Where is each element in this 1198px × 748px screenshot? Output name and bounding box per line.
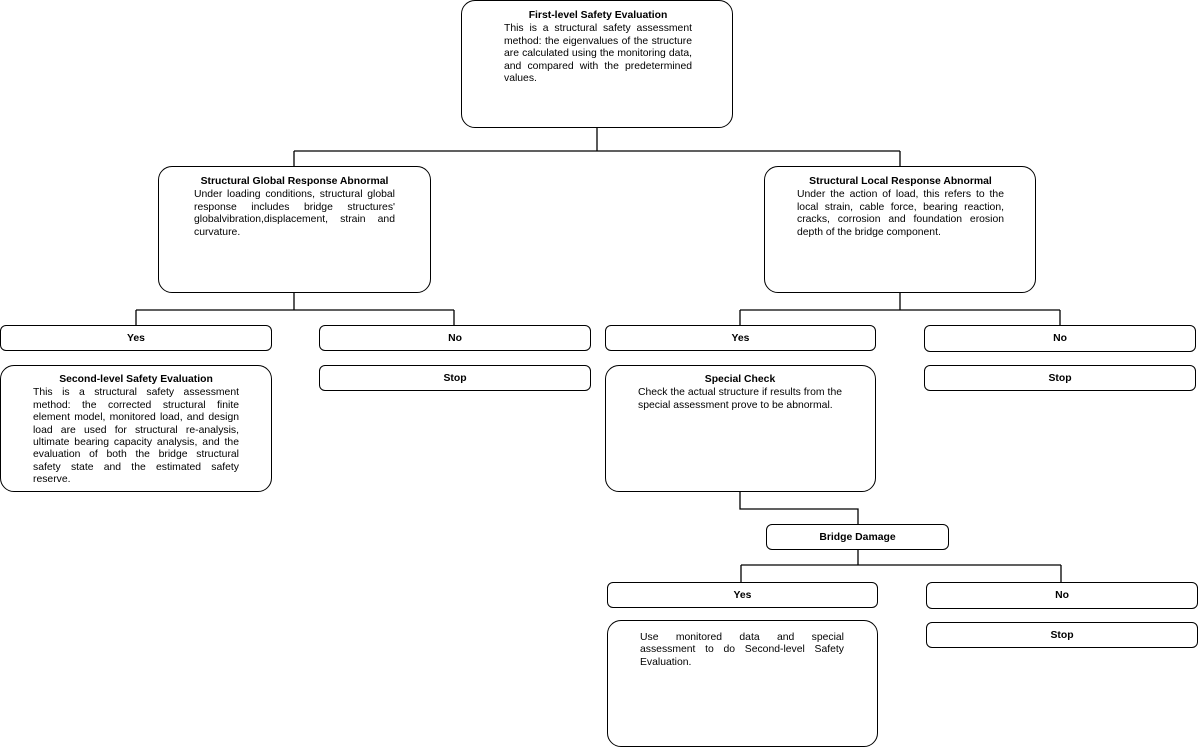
global-response-title: Structural Global Response Abnormal — [200, 176, 389, 187]
damage-action-box: Use monitored data and special assessmen… — [607, 620, 878, 747]
global-no-label: No — [319, 325, 591, 351]
connector-check-to-damage — [739, 492, 859, 524]
local-no-label: No — [924, 325, 1196, 352]
global-response-body: Under loading conditions, structural glo… — [194, 189, 395, 238]
damage-no-label: No — [926, 582, 1198, 609]
local-yes-label: Yes — [605, 325, 876, 351]
second-level-evaluation-box: Second-level Safety Evaluation This is a… — [0, 365, 272, 492]
connector-damage-split — [740, 550, 1062, 582]
damage-action-body: Use monitored data and special assessmen… — [640, 632, 844, 668]
second-level-body: This is a structural safety assessment m… — [33, 387, 239, 486]
special-check-body: Check the actual structure if results fr… — [638, 387, 842, 411]
local-response-body: Under the action of load, this refers to… — [797, 189, 1004, 238]
connector-global-split — [135, 293, 455, 325]
damage-stop-label: Stop — [926, 622, 1198, 648]
global-yes-label: Yes — [0, 325, 272, 351]
first-level-body: This is a structural safety assessment m… — [504, 23, 692, 85]
local-response-title: Structural Local Response Abnormal — [809, 176, 992, 187]
special-check-box: Special Check Check the actual structure… — [605, 365, 876, 492]
connector-first-to-split — [293, 128, 901, 166]
bridge-damage-label: Bridge Damage — [766, 524, 949, 550]
special-check-title: Special Check — [704, 374, 776, 385]
first-level-title: First-level Safety Evaluation — [528, 10, 668, 21]
second-level-title: Second-level Safety Evaluation — [59, 374, 213, 385]
first-level-evaluation-box: First-level Safety Evaluation This is a … — [461, 0, 733, 128]
connector-local-split — [739, 293, 1061, 325]
global-response-box: Structural Global Response Abnormal Unde… — [158, 166, 431, 293]
local-stop-label: Stop — [924, 365, 1196, 391]
local-response-box: Structural Local Response Abnormal Under… — [764, 166, 1036, 293]
damage-yes-label: Yes — [607, 582, 878, 608]
global-stop-label: Stop — [319, 365, 591, 391]
